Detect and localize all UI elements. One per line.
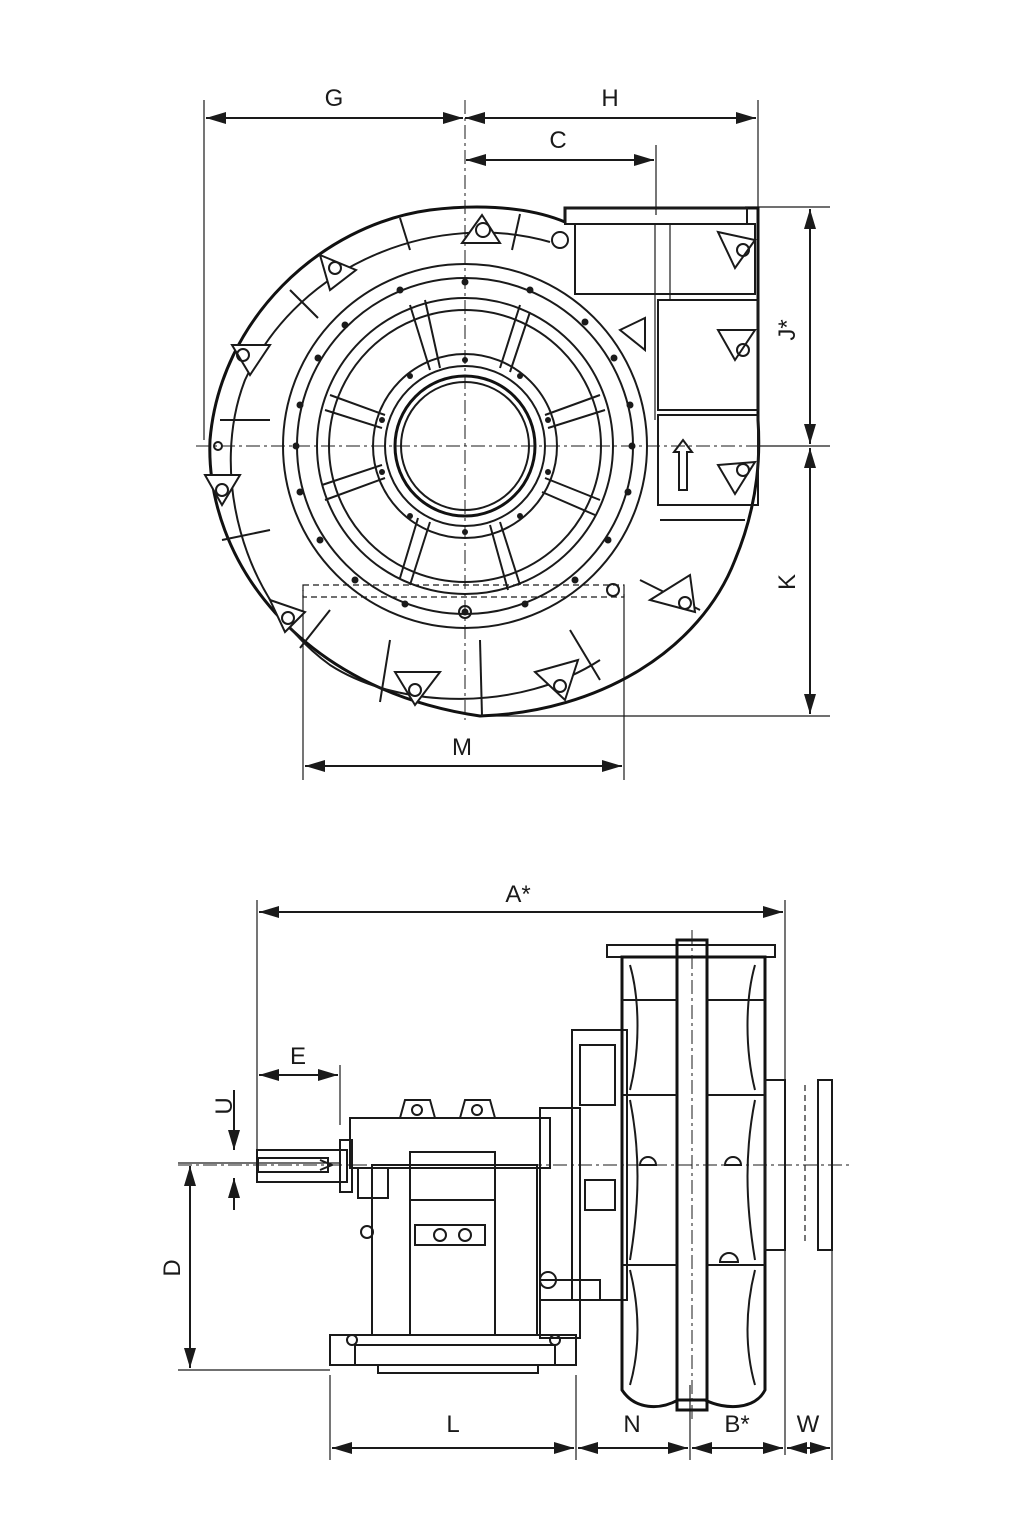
dim-D: D (159, 1166, 196, 1368)
dim-J: J* (774, 209, 816, 444)
dim-label-W: W (797, 1411, 820, 1438)
dim-W: W (787, 1411, 830, 1454)
dim-label-B: B* (724, 1411, 749, 1438)
dim-label-J: J* (774, 319, 801, 340)
dim-label-L: L (446, 1411, 459, 1438)
pump-casing-front (203, 205, 761, 718)
front-view: G H C J* K M (196, 85, 830, 780)
bearing-housing (349, 1099, 601, 1339)
dim-label-D: D (159, 1259, 186, 1276)
side-view: A* E U D L N B* W (159, 881, 850, 1460)
dim-C: C (466, 127, 654, 166)
bolt-holes (213, 278, 636, 619)
pump-casing-side (606, 930, 786, 1420)
dim-U: U (211, 1090, 240, 1210)
dim-label-E: E (290, 1043, 306, 1070)
base-plate (329, 1334, 577, 1374)
dim-label-M: M (452, 734, 472, 761)
dim-B: B* (692, 1411, 783, 1454)
dim-label-U: U (211, 1097, 238, 1114)
dim-label-G: G (325, 85, 344, 112)
dim-N: N (578, 1411, 688, 1454)
dim-K: K (774, 448, 816, 714)
dim-G: G (206, 85, 463, 124)
dim-A: A* (259, 881, 783, 918)
dim-H: H (465, 85, 756, 124)
dim-label-C: C (549, 127, 566, 154)
dim-label-K: K (774, 574, 801, 590)
dim-L: L (332, 1411, 574, 1454)
dim-E: E (259, 1043, 338, 1081)
dim-label-N: N (623, 1411, 640, 1438)
dim-label-H: H (601, 85, 618, 112)
dim-label-A: A* (505, 881, 530, 908)
dim-M: M (305, 734, 622, 772)
shaft (256, 1139, 353, 1193)
